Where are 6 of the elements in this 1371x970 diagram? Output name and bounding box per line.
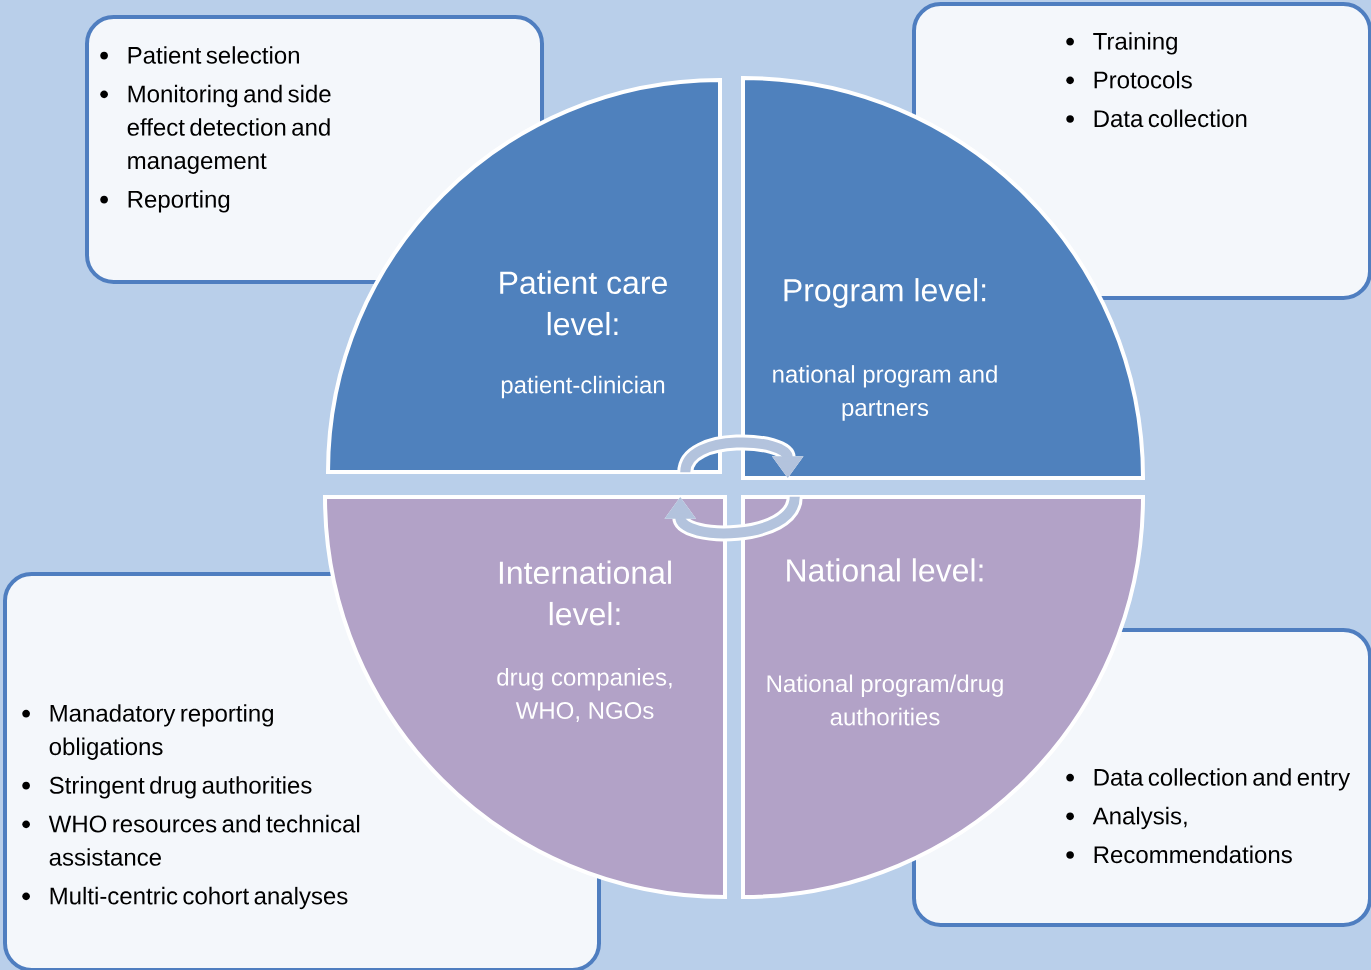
- bullet-item: Reporting: [100, 190, 230, 213]
- bullet-item: Patient selection: [100, 46, 299, 64]
- bullet-item: Stringent drug authorities: [22, 776, 312, 799]
- curved-arrow: [664, 495, 803, 542]
- bullet-item: Manadatory reporting obligations: [22, 704, 273, 760]
- bullet-item: Training: [1066, 32, 1177, 55]
